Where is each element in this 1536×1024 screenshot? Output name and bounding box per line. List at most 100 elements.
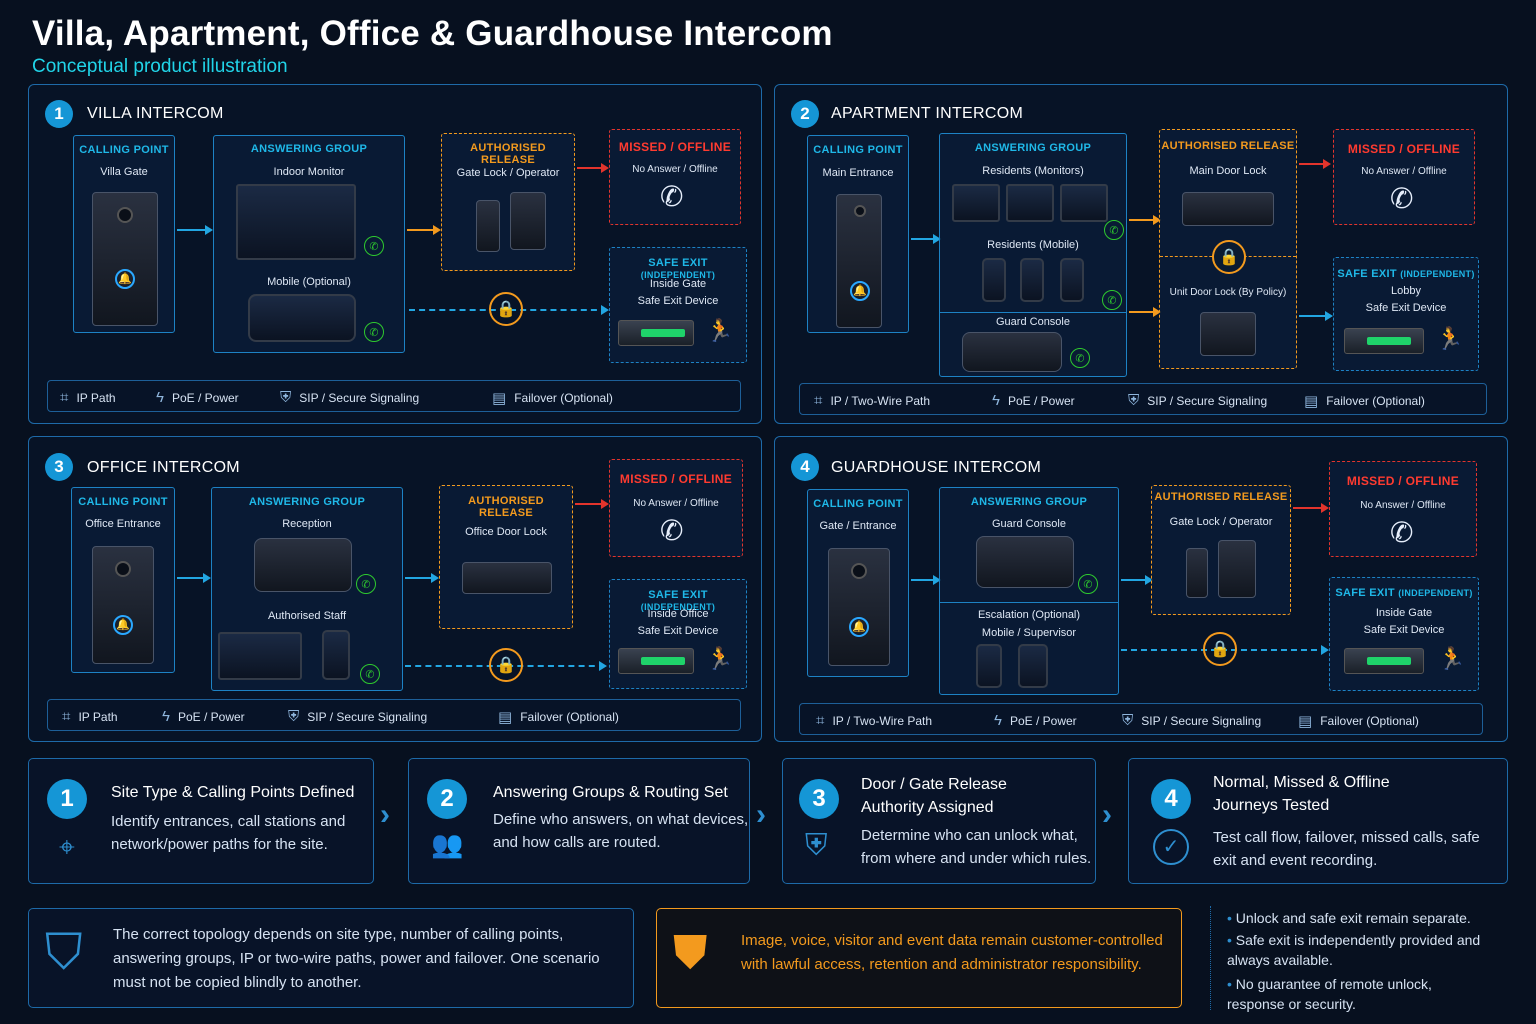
authorised-release-box: AUTHORISED RELEASE Gate Lock / Operator xyxy=(441,133,575,271)
flow-arrow xyxy=(177,573,211,583)
note-item: • Unlock and safe exit remain separate. xyxy=(1227,910,1471,926)
missed-offline-text: No Answer / Offline xyxy=(1360,500,1446,511)
chevron-right-icon: › xyxy=(756,798,766,831)
answer-device-label: Residents (Mobile) xyxy=(987,239,1079,251)
answering-group-box: ANSWERING GROUP Guard Console ✆ Escalati… xyxy=(939,487,1119,695)
step-description: Define who answers, on what devices, and… xyxy=(493,811,749,851)
door-station-icon: 🔔 xyxy=(92,192,158,326)
safe-exit-box: SAFE EXIT (INDEPENDENT) Inside Gate Safe… xyxy=(609,247,747,363)
panel-title: GUARDHOUSE INTERCOM xyxy=(831,459,1042,476)
call-answer-icon: ✆ xyxy=(1078,574,1098,594)
missed-call-icon: ✆ xyxy=(1390,183,1414,214)
push-to-exit-icon xyxy=(1344,328,1424,354)
monitor-icon xyxy=(1060,184,1108,222)
missed-offline-box: MISSED / OFFLINE No Answer / Offline ✆ xyxy=(609,129,741,225)
door-station-icon: 🔔 xyxy=(836,194,882,328)
call-answer-icon: ✆ xyxy=(360,664,380,684)
gate-lock-icon xyxy=(476,200,500,252)
mobile-phone-icon xyxy=(322,630,350,680)
lightning-icon: ϟ xyxy=(156,389,164,406)
push-to-exit-icon xyxy=(618,320,694,346)
server-icon: ▤ xyxy=(1298,713,1313,730)
flow-arrow xyxy=(1129,307,1161,317)
step-title: Answering Groups & Routing Set xyxy=(493,784,728,801)
call-answer-icon: ✆ xyxy=(364,322,384,342)
answer-device-label: Reception xyxy=(282,518,332,530)
missed-call-icon: ✆ xyxy=(660,515,684,546)
notes-list: • Unlock and safe exit remain separate. … xyxy=(1210,906,1510,1012)
exit-running-icon: 🏃 xyxy=(1438,646,1466,671)
guard-console-icon xyxy=(976,536,1074,588)
authorised-release-box: AUTHORISED RELEASE Gate Lock / Operator xyxy=(1151,485,1291,615)
lightning-icon: ϟ xyxy=(994,712,1002,729)
panel-number: 2 xyxy=(791,100,819,128)
missed-offline-label: MISSED / OFFLINE xyxy=(618,140,732,154)
step-number: 1 xyxy=(47,779,87,819)
panel-guardhouse: 4 GUARDHOUSE INTERCOM CALLING POINT Gate… xyxy=(774,436,1508,742)
panel-title: VILLA INTERCOM xyxy=(87,105,224,122)
shield-badge-icon: ⛉ xyxy=(45,924,83,980)
shield-icon: ⛨ xyxy=(1128,392,1140,409)
safe-exit-device-label: Safe Exit Device xyxy=(1365,302,1447,314)
lightning-icon: ϟ xyxy=(992,392,1000,409)
legend-ip-path: ⌗IP Path xyxy=(60,389,116,406)
safe-exit-label: SAFE EXIT (INDEPENDENT) xyxy=(1337,268,1475,280)
authorised-release-box: AUTHORISED RELEASE Office Door Lock xyxy=(439,485,573,629)
release-device-label: Office Door Lock xyxy=(465,526,547,538)
gate-operator-icon xyxy=(510,192,546,250)
answering-group-label: ANSWERING GROUP xyxy=(974,142,1092,154)
missed-offline-text: No Answer / Offline xyxy=(1361,166,1447,177)
panel-number: 4 xyxy=(791,453,819,481)
call-answer-icon: ✆ xyxy=(1070,348,1090,368)
safe-exit-label: SAFE EXIT (INDEPENDENT) xyxy=(640,257,716,280)
safe-exit-box: SAFE EXIT (INDEPENDENT) Lobby Safe Exit … xyxy=(1333,257,1479,371)
missed-call-icon: ✆ xyxy=(1390,517,1414,548)
call-answer-icon: ✆ xyxy=(1102,290,1122,310)
safe-exit-location: Inside Office xyxy=(647,608,709,620)
door-lock-icon xyxy=(462,562,552,594)
safe-exit-device-label: Safe Exit Device xyxy=(1363,624,1445,636)
answering-group-box: ANSWERING GROUP Residents (Monitors) ✆ R… xyxy=(939,133,1127,377)
panel-office: 3 OFFICE INTERCOM CALLING POINT Office E… xyxy=(28,436,762,742)
push-to-exit-icon xyxy=(1344,648,1424,674)
mobile-phone-icon xyxy=(248,294,356,342)
shield-icon: ⛨ xyxy=(288,708,300,725)
step-3: 3 Door / Gate Release Authority Assigned… xyxy=(782,758,1096,884)
missed-call-icon: ✆ xyxy=(660,181,684,212)
network-icon: ⌗ xyxy=(814,392,823,409)
guard-console-icon xyxy=(962,332,1062,372)
legend-failover: ▤Failover (Optional) xyxy=(1298,713,1419,730)
step-number: 3 xyxy=(799,779,839,819)
mobile-phone-icon xyxy=(1060,258,1084,302)
step-number: 4 xyxy=(1151,779,1191,819)
lock-icon: 🔒 xyxy=(1212,240,1246,274)
legend-failover: ▤Failover (Optional) xyxy=(1304,393,1425,410)
flow-arrow xyxy=(405,573,439,583)
call-answer-icon: ✆ xyxy=(356,574,376,594)
safe-exit-device-label: Safe Exit Device xyxy=(637,295,719,307)
lock-icon: 🔒 xyxy=(489,648,523,682)
flow-arrow xyxy=(1129,215,1161,225)
calling-point-box: CALLING POINT Gate / Entrance 🔔 xyxy=(807,489,909,677)
mobile-phone-icon xyxy=(1020,258,1044,302)
privacy-note: ⛊ Image, voice, visitor and event data r… xyxy=(656,908,1182,1008)
missed-offline-label: MISSED / OFFLINE xyxy=(1347,142,1461,156)
flow-arrow xyxy=(911,575,941,585)
missed-offline-box: MISSED / OFFLINE No Answer / Offline ✆ xyxy=(609,459,743,557)
flow-arrow xyxy=(1299,311,1333,321)
panel-number: 1 xyxy=(45,100,73,128)
safe-exit-location: Inside Gate xyxy=(649,278,707,290)
location-pin-icon: ⌖ xyxy=(59,831,75,862)
legend-failover: ▤Failover (Optional) xyxy=(492,390,613,407)
panel-apartment: 2 APARTMENT INTERCOM CALLING POINT Main … xyxy=(774,84,1508,424)
answering-group-box: ANSWERING GROUP Indoor Monitor ✆ Mobile … xyxy=(213,135,405,353)
door-station-icon: 🔔 xyxy=(828,548,890,666)
exit-running-icon: 🏃 xyxy=(1436,326,1464,351)
safe-exit-label: SAFE EXIT (INDEPENDENT) xyxy=(640,589,716,612)
flow-arrow xyxy=(577,163,609,173)
